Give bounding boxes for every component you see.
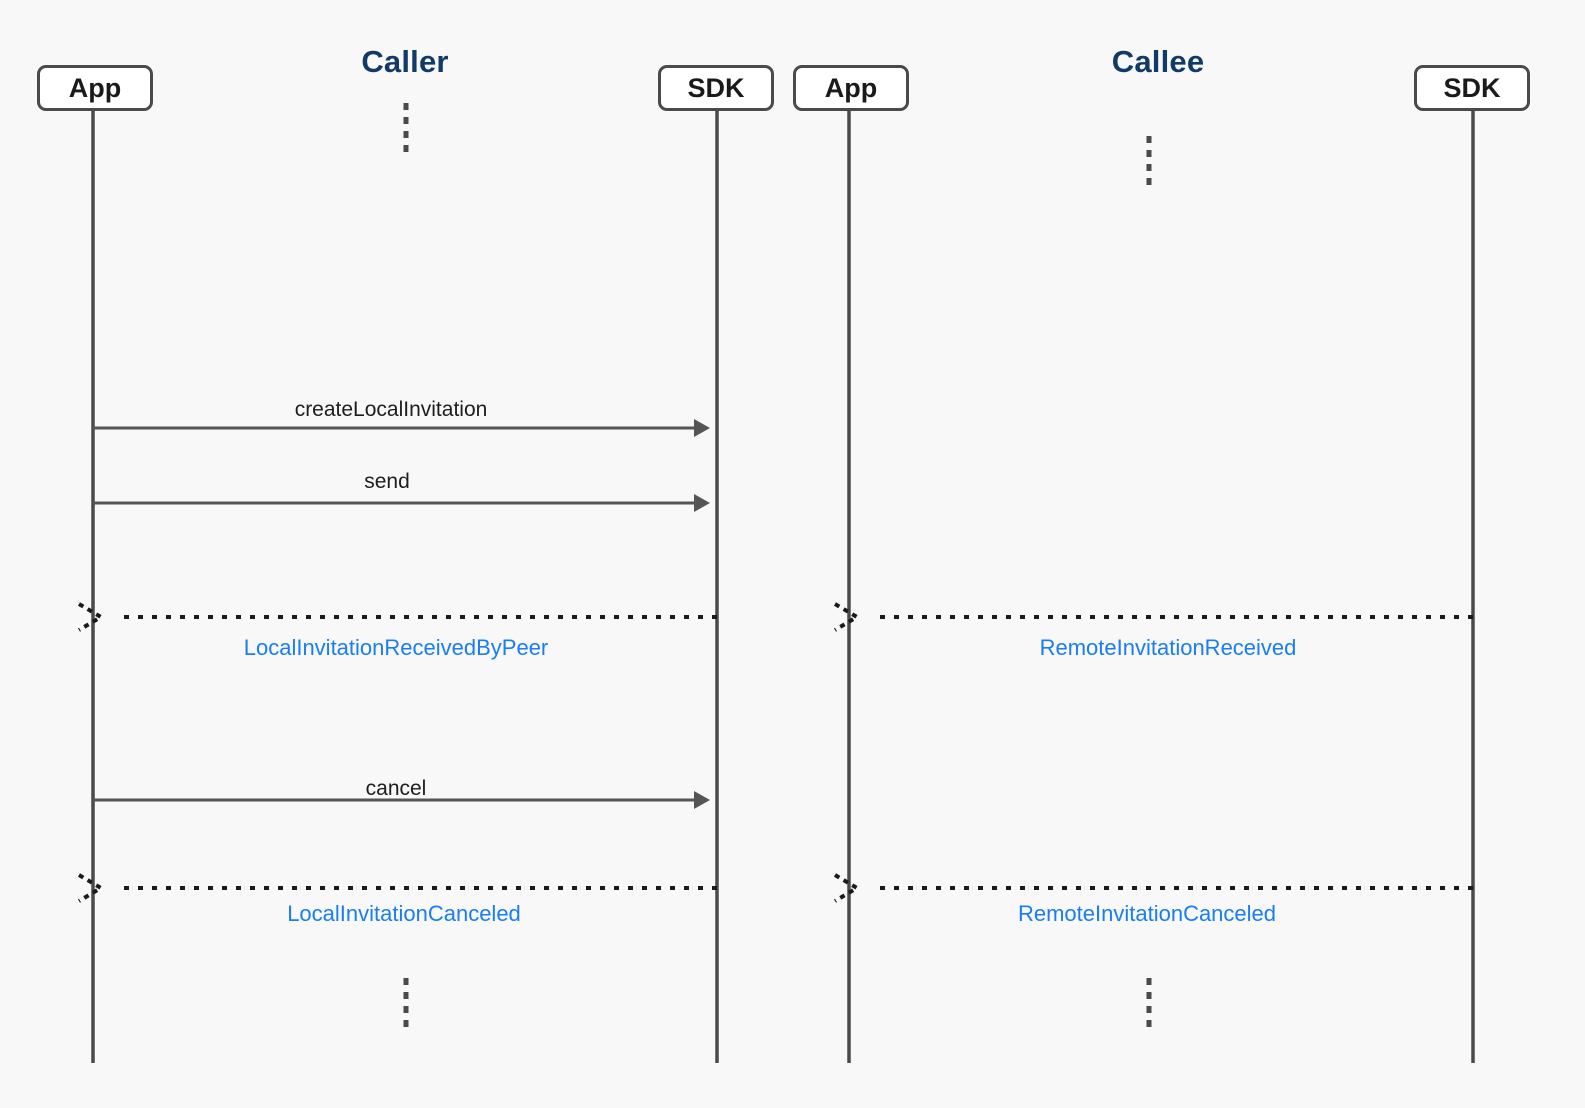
actor-box-callee-sdk[interactable]: SDK <box>1414 65 1530 111</box>
ellipsis-dot <box>403 145 409 152</box>
actor-box-callee-app[interactable]: App <box>793 65 909 111</box>
ellipsis-dot <box>1146 164 1152 171</box>
message-remote-invitation-received-label: RemoteInvitationReceived <box>1039 635 1297 660</box>
ellipsis-caller-bottom <box>403 978 409 1027</box>
ellipsis-dot <box>403 131 409 138</box>
ellipsis-caller-top <box>403 103 409 152</box>
actor-label-caller-app: App <box>68 72 122 103</box>
ellipsis-dot <box>403 992 409 999</box>
message-create-local-invitation-arrowhead <box>694 419 710 437</box>
group-title-caller: Caller <box>361 44 449 79</box>
message-remote-invitation-received-arrow <box>833 602 1473 632</box>
message-remote-invitation-canceled-label: RemoteInvitationCanceled <box>1017 901 1277 926</box>
ellipsis-dot <box>1146 992 1152 999</box>
message-send-label: send <box>364 470 410 493</box>
ellipsis-dot <box>1146 1020 1152 1027</box>
ellipsis-callee-top <box>1146 136 1152 185</box>
message-local-invitation-canceled-arrow <box>77 873 717 903</box>
message-cancel-label: cancel <box>365 777 427 800</box>
message-remote-invitation-received-arrowhead <box>833 602 861 632</box>
actor-box-caller-sdk[interactable]: SDK <box>658 65 774 111</box>
ellipsis-dot <box>403 978 409 985</box>
group-title-callee: Callee <box>1111 44 1205 79</box>
ellipsis-dot <box>403 1020 409 1027</box>
ellipsis-dot <box>1146 178 1152 185</box>
ellipsis-dot <box>403 1006 409 1013</box>
ellipsis-dot <box>403 117 409 124</box>
message-remote-invitation-canceled-arrowhead <box>833 873 861 903</box>
actor-label-callee-app: App <box>824 72 878 103</box>
actor-box-caller-app[interactable]: App <box>37 65 153 111</box>
message-local-invitation-canceled-label: LocalInvitationCanceled <box>287 901 521 926</box>
message-send-arrowhead <box>694 494 710 512</box>
message-cancel-arrowhead <box>694 791 710 809</box>
ellipsis-dot <box>1146 978 1152 985</box>
ellipsis-dot <box>1146 136 1152 143</box>
message-create-local-invitation-label: createLocalInvitation <box>294 398 488 421</box>
message-cancel-arrow <box>93 791 710 809</box>
ellipsis-dot <box>1146 150 1152 157</box>
actor-label-caller-sdk: SDK <box>687 72 745 103</box>
message-send-arrow <box>93 494 710 512</box>
message-local-invitation-received-by-peer-arrow <box>77 602 717 632</box>
message-local-invitation-received-by-peer-label: LocalInvitationReceivedByPeer <box>243 635 549 660</box>
ellipsis-callee-bottom <box>1146 978 1152 1027</box>
message-local-invitation-received-by-peer-arrowhead <box>77 602 105 632</box>
actor-label-callee-sdk: SDK <box>1443 72 1501 103</box>
ellipsis-dot <box>1146 1006 1152 1013</box>
message-local-invitation-canceled-arrowhead <box>77 873 105 903</box>
ellipsis-dot <box>403 103 409 110</box>
message-create-local-invitation-arrow <box>93 419 710 437</box>
message-remote-invitation-canceled-arrow <box>833 873 1473 903</box>
